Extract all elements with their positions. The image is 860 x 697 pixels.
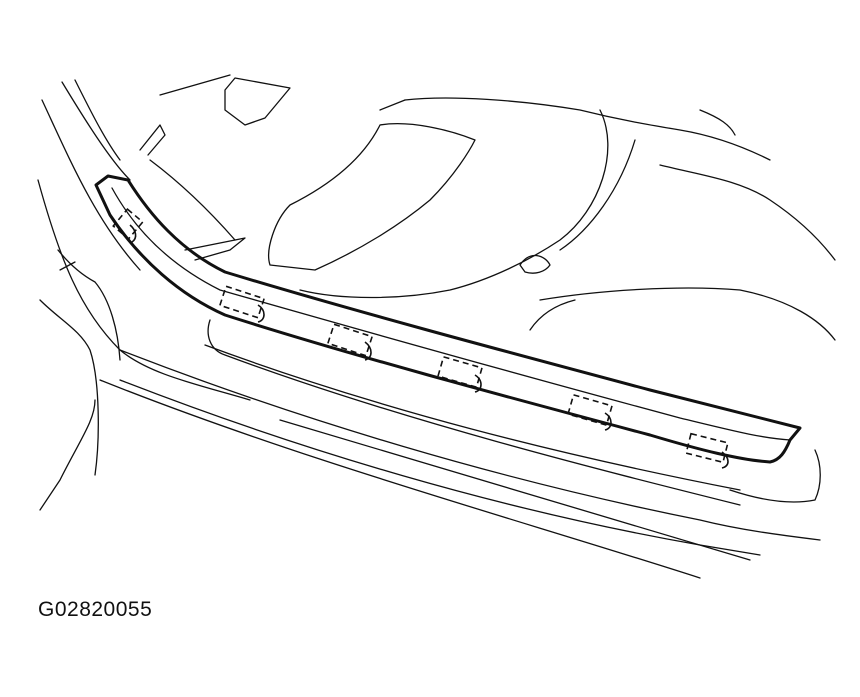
clip-1 (112, 208, 144, 243)
retaining-clips (112, 208, 729, 469)
sill-body-lines (99, 319, 821, 579)
scuff-plate (94, 174, 802, 464)
clip-3 (326, 323, 374, 361)
clip-2 (218, 285, 266, 323)
clip-4 (437, 355, 483, 393)
clip-6 (685, 432, 729, 469)
clip-5 (567, 393, 613, 431)
figure-code-label: G02820055 (38, 598, 153, 621)
floor-pan-lines (139, 74, 836, 341)
